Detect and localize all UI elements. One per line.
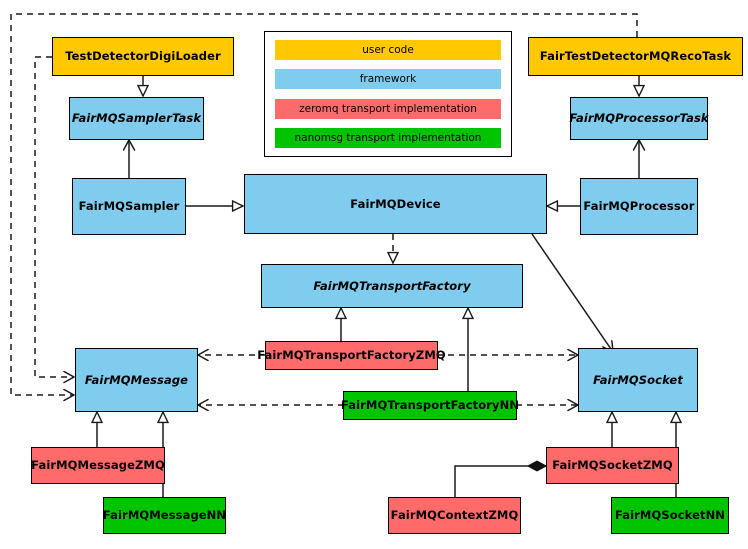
node-fairmqtransportfactory[interactable]: FairMQTransportFactory	[261, 264, 523, 308]
node-fairmqsocketzmq[interactable]: FairMQSocketZMQ	[546, 447, 679, 484]
node-fairmqsamplertask[interactable]: FairMQSamplerTask	[69, 97, 204, 140]
node-testdetectordigiloader[interactable]: TestDetectorDigiLoader	[52, 37, 234, 76]
legend-item-nanomsg: nanomsg transport implementation	[275, 127, 501, 148]
node-fairmqsocket[interactable]: FairMQSocket	[578, 348, 698, 412]
node-fairtestdetectormqrecotask[interactable]: FairTestDetectorMQRecoTask	[528, 37, 743, 76]
node-fairmqsocketnn[interactable]: FairMQSocketNN	[611, 497, 729, 534]
node-fairmqcontextzmq[interactable]: FairMQContextZMQ	[388, 497, 521, 534]
node-fairmqmessagezmq[interactable]: FairMQMessageZMQ	[31, 447, 165, 484]
legend-item-user-code: user code	[275, 40, 501, 60]
node-fairmqmessagenn[interactable]: FairMQMessageNN	[103, 497, 226, 534]
legend-item-framework: framework	[275, 69, 501, 90]
edge-contextzmq-socketzmq	[454, 460, 548, 497]
edge-recotask-message	[10, 13, 638, 395]
node-fairmqprocessortask[interactable]: FairMQProcessorTask	[569, 97, 709, 140]
legend-item-zeromq: zeromq transport implementation	[275, 98, 501, 119]
node-fairmqtransportfactoryzmq[interactable]: FairMQTransportFactoryZMQ	[257, 341, 446, 370]
node-fairmqmessage[interactable]: FairMQMessage	[75, 348, 198, 412]
legend-panel: user code framework zeromq transport imp…	[264, 31, 512, 157]
node-fairmqsampler[interactable]: FairMQSampler	[72, 178, 186, 235]
node-fairmqdevice[interactable]: FairMQDevice	[244, 174, 547, 234]
edge-digiloader-message	[34, 56, 74, 377]
node-fairmqtransportfactorynn[interactable]: FairMQTransportFactoryNN	[341, 391, 519, 420]
node-fairmqprocessor[interactable]: FairMQProcessor	[580, 178, 698, 235]
edge-device-socket	[531, 233, 613, 352]
